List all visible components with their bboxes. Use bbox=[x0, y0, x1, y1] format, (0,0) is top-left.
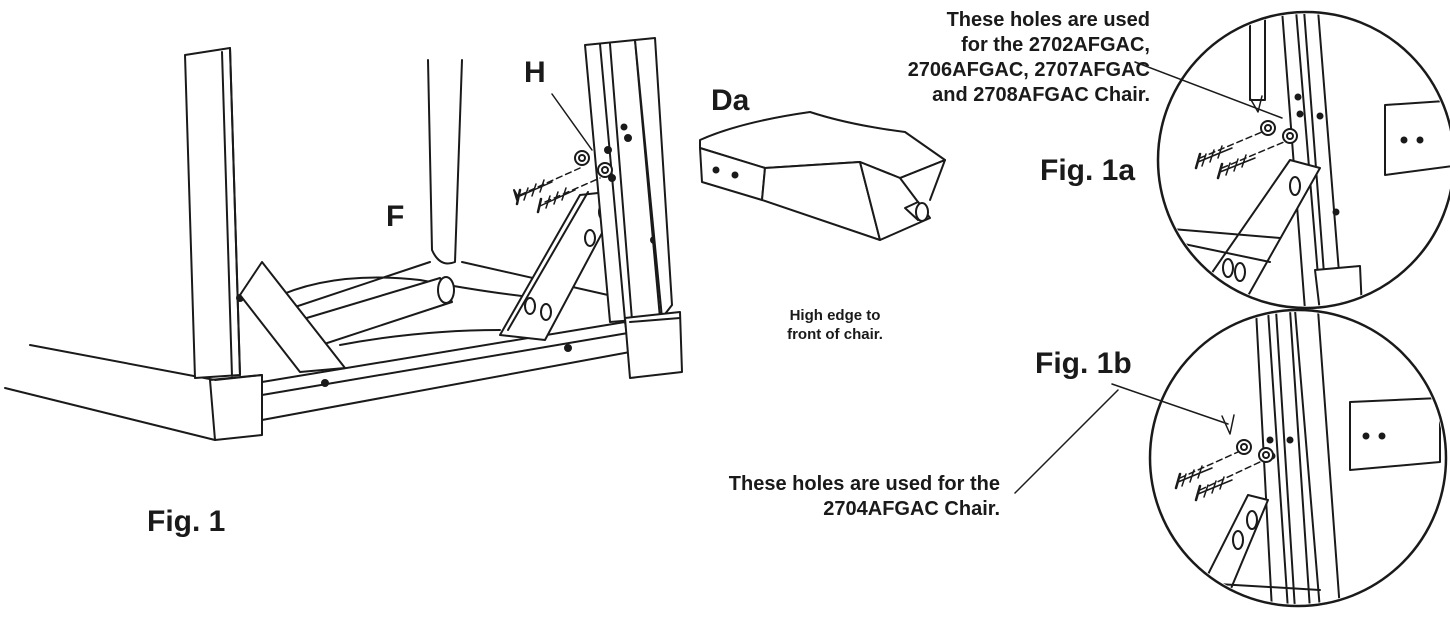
high-edge-note-line-1: High edge to bbox=[789, 307, 881, 324]
figure-1b-caption: Fig. 1b bbox=[1035, 347, 1132, 380]
high-edge-note: High edge to front of chair. bbox=[760, 306, 910, 344]
holes-note-1b: These holes are used for the 2704AFGAC C… bbox=[610, 472, 1000, 522]
figure-1a-caption: Fig. 1a bbox=[1040, 154, 1136, 187]
chair-frame-drawing bbox=[4, 37, 683, 441]
detail-1a-drawing bbox=[1134, 10, 1450, 310]
holes-note-1a-line-4: and 2708AFGAC Chair. bbox=[932, 84, 1150, 106]
holes-note-1b-line-1: These holes are used for the bbox=[728, 473, 1000, 495]
figure-1-caption: Fig. 1 bbox=[147, 505, 226, 538]
holes-note-1b-line-2: 2704AFGAC Chair. bbox=[823, 498, 1000, 520]
label-h: H bbox=[524, 56, 546, 89]
holes-note-1a-line-2: for the 2702AFGAC, bbox=[961, 34, 1150, 56]
high-edge-note-line-2: front of chair. bbox=[787, 326, 883, 343]
holes-note-1a-line-1: These holes are used bbox=[946, 9, 1150, 31]
detail-1b-drawing bbox=[1014, 308, 1448, 608]
holes-note-1a-line-3: 2706AFGAC, 2707AFGAC bbox=[907, 59, 1150, 81]
holes-note-1a: These holes are used for the 2702AFGAC, … bbox=[780, 8, 1150, 108]
label-f: F bbox=[386, 200, 405, 233]
part-da-drawing bbox=[699, 111, 946, 241]
label-da: Da bbox=[711, 84, 750, 117]
